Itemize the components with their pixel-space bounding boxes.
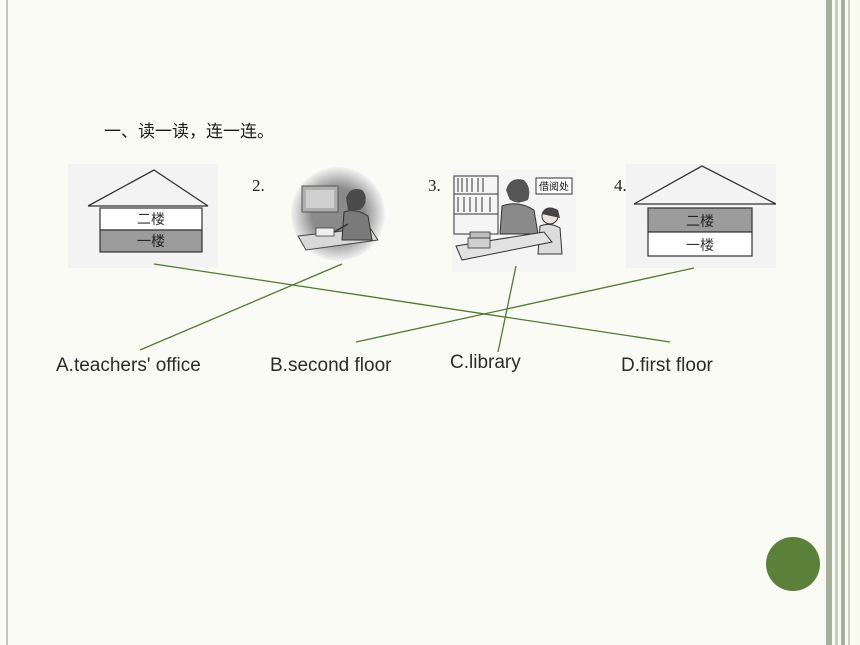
teacher-at-desk-illustration [291, 167, 385, 261]
library-desk-illustration: 借阅处 [452, 170, 576, 272]
item-number-3: 3. [428, 176, 441, 195]
option-b-label: B.second floor [270, 355, 392, 376]
left-rule [6, 0, 8, 645]
house-icon: 二楼 一楼 [626, 164, 776, 268]
item-number-2: 2. [252, 176, 265, 195]
connector-2-to-a [139, 263, 343, 351]
option-a-label: A.teachers' office [56, 355, 201, 376]
upper-floor-label: 二楼 [686, 214, 714, 230]
option-c-label: C.library [450, 352, 521, 373]
connector-4-to-b [355, 267, 695, 343]
house-icon: 二楼 一楼 [68, 164, 218, 268]
upper-floor-label: 二楼 [137, 212, 165, 228]
connector-1-to-d [153, 263, 671, 343]
right-decorative-band [822, 0, 860, 645]
instruction-heading: 一、读一读，连一连。 [104, 122, 274, 142]
option-d-label: D.first floor [621, 355, 713, 376]
accent-circle [766, 537, 820, 591]
library-sign-label: 借阅处 [539, 180, 569, 193]
lower-floor-label: 一楼 [686, 238, 714, 254]
item-number-4: 4. [614, 176, 627, 195]
lower-floor-label: 一楼 [137, 234, 165, 250]
